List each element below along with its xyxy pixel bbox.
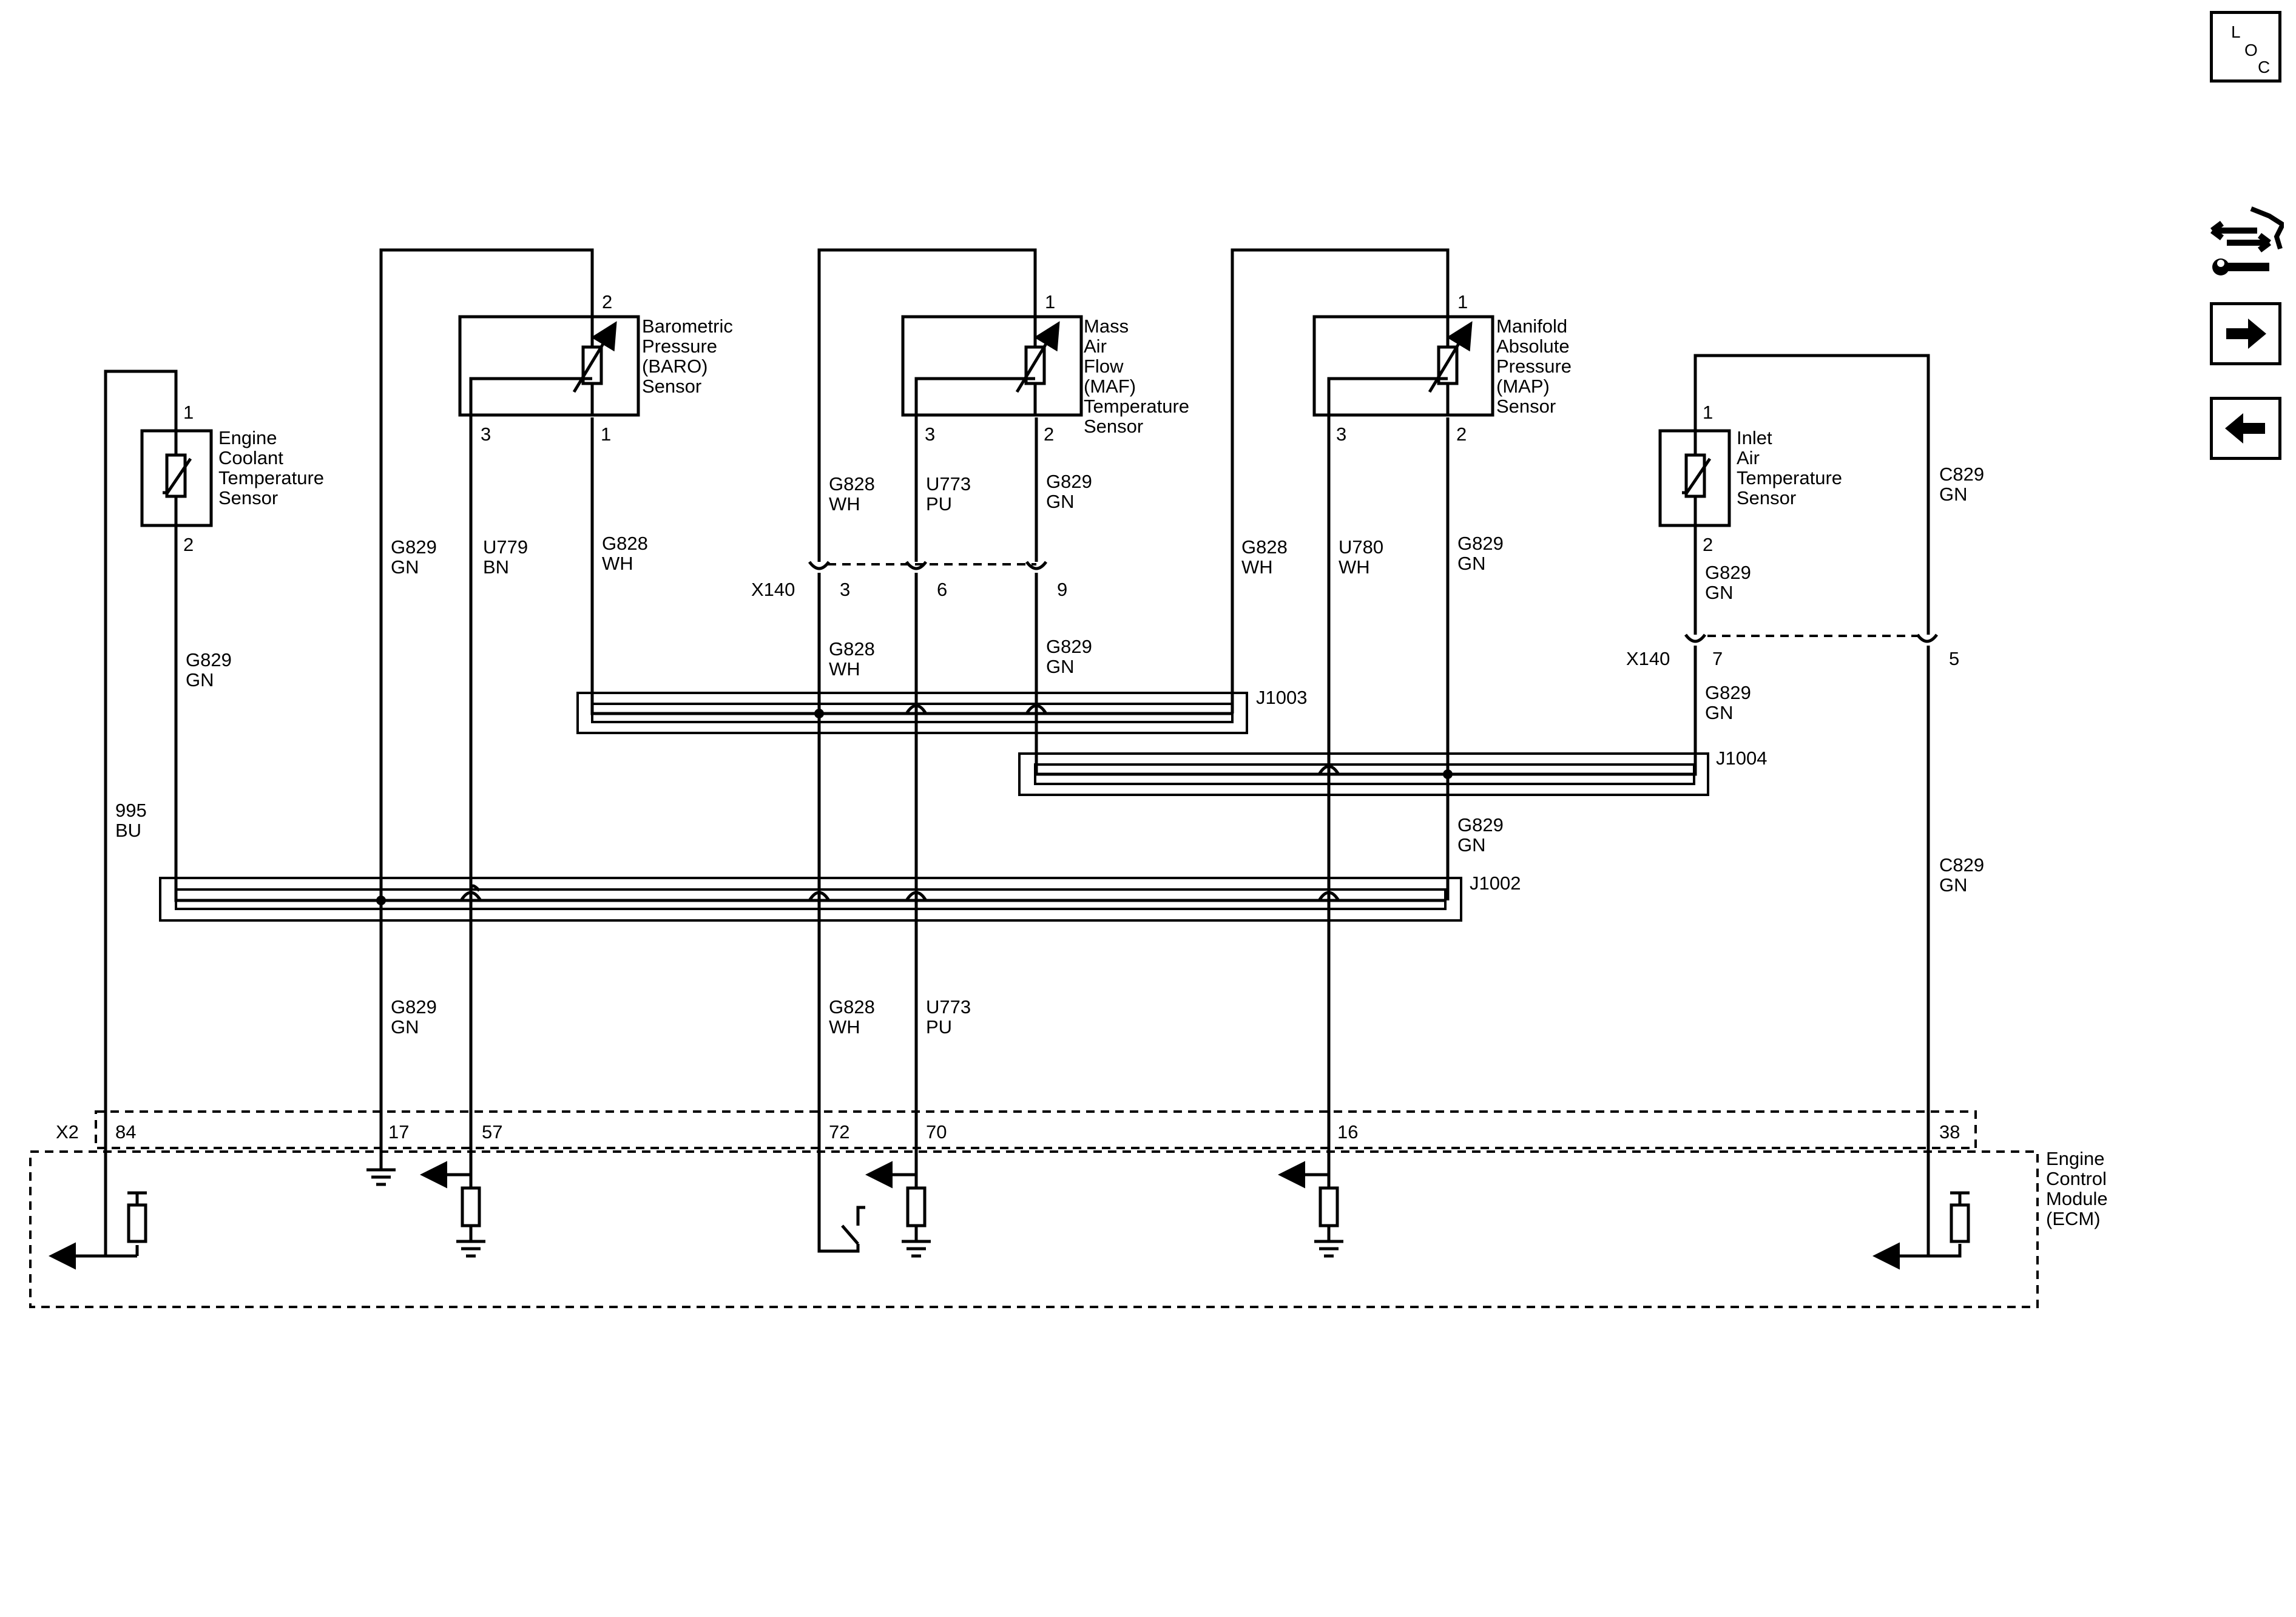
splice-j1004: J1004 (1018, 748, 1767, 796)
map-pin-1: 1 (1457, 291, 1468, 312)
previous-arrow-icon (2225, 413, 2265, 444)
map-pin-2: 2 (1456, 424, 1467, 445)
ecm-label: Engine Control Module (ECM) (2046, 1148, 2113, 1229)
ect-pin-2: 2 (183, 534, 194, 555)
x2-pin-16: 16 (1337, 1121, 1358, 1143)
loc-letter-c: C (2258, 58, 2271, 76)
ect-pin-1: 1 (183, 402, 194, 423)
x2-pin-70: 70 (926, 1121, 947, 1143)
connector-x140-lower: X140 7 5 (1626, 633, 1959, 669)
x140-lower-label: X140 (1626, 648, 1670, 669)
baro-pin-1: 1 (601, 424, 611, 445)
iat-name: Inlet Air Temperature Sensor (1737, 427, 1848, 508)
connector-end-view-icon[interactable] (2209, 200, 2286, 279)
x2-pin-17: 17 (388, 1121, 409, 1143)
connector-x140-upper: X140 3 6 9 (751, 561, 1067, 600)
manifold-absolute-pressure-sensor: 1 3 2 Manifold Absolute Pressure (MAP) S… (1312, 291, 1577, 445)
ect-name: Engine Coolant Temperature Sensor (218, 427, 329, 508)
maf-pin-3: 3 (925, 424, 935, 445)
component-locator-button[interactable]: L O C (2210, 11, 2281, 83)
maf-pin-2: 2 (1044, 424, 1054, 445)
j1003-label: J1003 (1256, 687, 1307, 708)
x140-pin-9: 9 (1057, 579, 1067, 600)
maf-pin-1: 1 (1045, 291, 1055, 312)
loc-letter-o: O (2244, 41, 2258, 59)
x2-pin-72: 72 (829, 1121, 849, 1143)
next-arrow-icon (2226, 319, 2266, 349)
baro-name: Barometric Pressure (BARO) Sensor (642, 316, 738, 397)
x140-upper-label: X140 (751, 579, 795, 600)
barometric-pressure-sensor: 2 3 1 Barometric Pressure (BARO) Sensor (458, 291, 738, 445)
mass-air-flow-temperature-sensor: 1 3 2 Mass Air Flow (MAF) Temperature Se… (901, 291, 1195, 445)
wires (104, 248, 1930, 1256)
ecm-module: Engine Control Module (ECM) (29, 1148, 2113, 1308)
connector-x2: X2 84 17 57 72 70 16 38 (56, 1110, 1977, 1149)
splice-j1003: J1003 (576, 687, 1307, 734)
engine-coolant-temperature-sensor: 1 2 Engine Coolant Temperature Sensor (140, 402, 329, 555)
x2-pin-38: 38 (1939, 1121, 1960, 1143)
x140-pin-6: 6 (937, 579, 947, 600)
iat-pin-2: 2 (1703, 534, 1713, 555)
previous-page-button[interactable] (2210, 397, 2281, 460)
ecm-internal-circuits (49, 1161, 1970, 1270)
inlet-air-temperature-sensor: 1 2 Inlet Air Temperature Sensor (1658, 402, 1848, 555)
x2-pin-57: 57 (482, 1121, 502, 1143)
x2-pin-84: 84 (115, 1121, 136, 1143)
x140-pin-5: 5 (1949, 648, 1959, 669)
map-pin-3: 3 (1336, 424, 1346, 445)
x140-pin-7: 7 (1712, 648, 1723, 669)
splice-dots (376, 709, 1453, 905)
map-name: Manifold Absolute Pressure (MAP) Sensor (1496, 316, 1577, 417)
next-page-button[interactable] (2210, 302, 2281, 365)
maf-name: Mass Air Flow (MAF) Temperature Sensor (1084, 316, 1195, 437)
j1004-label: J1004 (1716, 748, 1767, 769)
x2-label: X2 (56, 1121, 79, 1143)
j1002-label: J1002 (1470, 873, 1521, 894)
iat-pin-1: 1 (1703, 402, 1713, 423)
splice-j1002: J1002 (159, 873, 1521, 922)
baro-pin-2: 2 (602, 291, 612, 312)
baro-pin-3: 3 (481, 424, 491, 445)
x140-pin-3: 3 (840, 579, 850, 600)
loc-letter-l: L (2231, 22, 2241, 41)
